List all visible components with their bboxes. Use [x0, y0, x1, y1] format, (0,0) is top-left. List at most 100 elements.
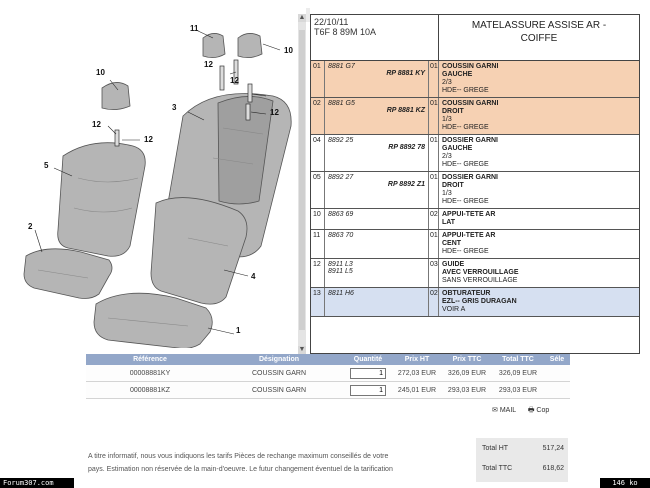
order-ref: 00008881KZ [129, 387, 171, 394]
part-ref-secondary: RP 8881 KY [386, 70, 425, 77]
callout-12-e: 12 [144, 135, 153, 144]
description-line: COUSSIN GARNI [442, 63, 499, 70]
order-select[interactable] [544, 365, 570, 381]
part-quantity: 03 [429, 259, 439, 287]
catalog-title-line2: COIFFE [520, 33, 558, 44]
description-line: HDE-- GREGE [442, 161, 489, 168]
part-ref-primary: 8863 70 [328, 232, 354, 239]
watermark-site: Forum307.com [0, 478, 74, 488]
part-quantity: 02 [429, 288, 439, 316]
scroll-thumb[interactable] [299, 30, 305, 330]
parts-table-header: 22/10/11 T6F 8 89M 10A MATELASSURE ASSIS… [311, 15, 639, 61]
part-quantity: 01 [429, 61, 439, 97]
scroll-up-icon[interactable]: ▲ [298, 14, 306, 22]
col-reference: Référence [133, 356, 167, 363]
total-ttc-row: Total TTC 618,62 [476, 458, 568, 478]
description-line: GAUCHE [442, 145, 473, 152]
order-table: Référence Désignation Quantité Prix HT P… [86, 354, 570, 399]
total-ttc-label: Total TTC [482, 465, 513, 472]
description-line: GUIDE [442, 261, 465, 268]
callout-3: 3 [172, 103, 177, 112]
col-designation: Désignation [258, 356, 300, 363]
disclaimer-line1: A titre informatif, nous vous indiquons … [88, 453, 389, 460]
col-select: Séle [549, 356, 565, 363]
part-quantity: 01 [429, 98, 439, 134]
mail-icon[interactable]: ✉ [492, 407, 498, 414]
order-actions: ✉ MAIL 🖶 Cop [492, 406, 549, 417]
col-total-ttc: Total TTC [502, 356, 534, 363]
part-reference: 8863 70 [325, 230, 429, 258]
description-line: CENT [442, 240, 462, 247]
order-table-header: Référence Désignation Quantité Prix HT P… [86, 354, 570, 365]
order-total-ttc: 293,03 EUR [498, 387, 538, 394]
description-line: AVEC VERROUILLAGE [442, 269, 519, 276]
cart-link[interactable]: Cop [536, 407, 550, 414]
description-line: LAT [442, 219, 456, 226]
part-ref-primary: 8863 69 [328, 211, 354, 218]
part-quantity: 01 [429, 135, 439, 171]
scroll-down-icon[interactable]: ▼ [298, 346, 306, 354]
col-price-ttc: Prix TTC [452, 356, 482, 363]
mail-link[interactable]: MAIL [499, 407, 516, 414]
callout-2: 2 [28, 222, 33, 231]
callout-10-left: 10 [96, 68, 105, 77]
callout-10-right: 10 [284, 46, 293, 55]
part-position: 10 [311, 209, 325, 229]
price-disclaimer: A titre informatif, nous vous indiquons … [88, 450, 458, 476]
seat-drawing [23, 29, 292, 349]
part-position: 05 [311, 172, 325, 208]
part-ref-primary: 8881 G5 [328, 100, 355, 107]
quantity-input[interactable] [350, 385, 386, 396]
order-price-ht: 272,03 EUR [397, 370, 437, 377]
exploded-parts-diagram: 11 10 10 12 12 12 12 12 3 5 2 4 1 [8, 8, 306, 349]
part-position: 13 [311, 288, 325, 316]
order-row: 00008881KY COUSSIN GARN 272,03 EUR 326,0… [86, 365, 570, 382]
cart-icon[interactable]: 🖶 [527, 407, 535, 414]
part-reference: 8863 69 [325, 209, 429, 229]
catalog-meta: 22/10/11 T6F 8 89M 10A [311, 15, 439, 60]
quantity-input[interactable] [350, 368, 386, 379]
part-ref-primary: 8881 G7 [328, 63, 355, 70]
callout-1: 1 [236, 326, 241, 335]
description-line: EZL-- GRIS DURAGAN [442, 298, 517, 305]
disclaimer-line2: pays. Estimation non réservée de la main… [88, 466, 393, 473]
part-position: 01 [311, 61, 325, 97]
description-line: DROIT [442, 182, 464, 189]
part-ref-secondary: RP 8892 Z1 [387, 181, 425, 188]
order-qty-cell [344, 382, 392, 398]
order-select[interactable] [544, 382, 570, 398]
part-ref-primary: 8892 25 [328, 137, 354, 144]
part-ref-primary: 8811 H6 [328, 290, 354, 297]
description-line: DOSSIER GARNI [442, 137, 499, 144]
order-ref: 00008881KY [129, 370, 171, 377]
callout-4: 4 [251, 272, 256, 281]
diagram-scrollbar[interactable]: ▲ ▼ [298, 14, 306, 354]
catalog-title-line1: MATELASSURE ASSISE AR - [471, 20, 607, 31]
description-line: 1/3 [442, 190, 452, 197]
part-quantity: 01 [429, 172, 439, 208]
part-position: 04 [311, 135, 325, 171]
description-line: 1/3 [442, 116, 452, 123]
order-price-ttc: 293,03 EUR [447, 387, 487, 394]
part-position: 02 [311, 98, 325, 134]
description-line: VOIR A [442, 306, 466, 313]
order-price-ttc: 326,09 EUR [447, 370, 487, 377]
